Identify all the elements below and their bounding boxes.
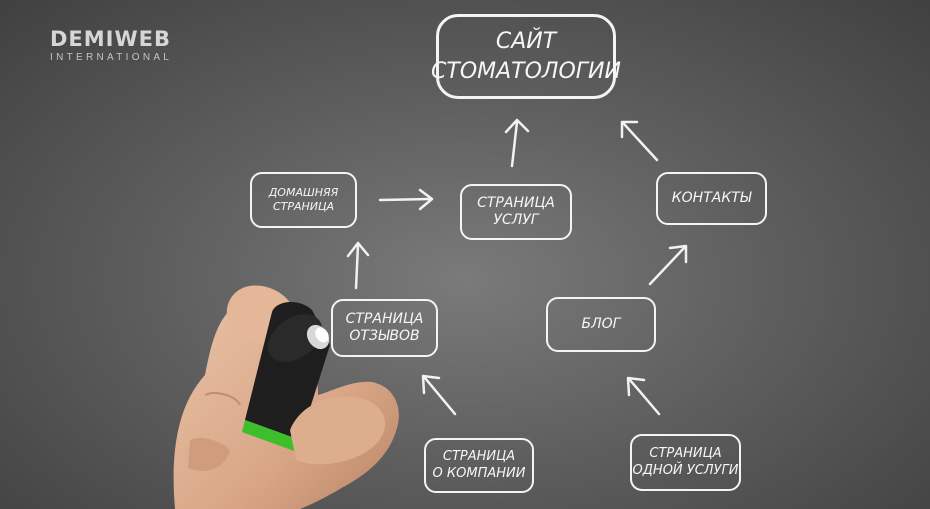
node-blog-line1: БЛОГ: [581, 315, 621, 332]
node-reviews-line2: ОТЗЫВОВ: [349, 328, 420, 344]
node-about-line1: СТРАНИЦА: [442, 449, 516, 465]
arrow-blog-to-contacts: [648, 246, 686, 286]
node-single-line1: СТРАНИЦА: [649, 446, 722, 462]
arrow-services-to-site: [510, 120, 519, 168]
arrow-reviews-to-home: [354, 243, 360, 290]
demiweb-logo: DEMIWEB INTERNATIONAL: [50, 28, 172, 63]
node-services-line1: СТРАНИЦА: [477, 194, 555, 211]
node-site: САЙТ СТОМАТОЛОГИИ: [431, 14, 621, 99]
node-home-line2: СТРАНИЦА: [272, 200, 335, 213]
node-home-page: ДОМАШНЯЯ СТРАНИЦА: [250, 172, 357, 228]
node-contacts: КОНТАКТЫ: [656, 172, 767, 225]
logo-subtitle: INTERNATIONAL: [50, 52, 173, 63]
node-site-line2: СТОМАТОЛОГИИ: [431, 58, 621, 84]
node-site-line1: САЙТ: [495, 28, 557, 54]
node-about-company-page: СТРАНИЦА О КОМПАНИИ: [424, 438, 534, 493]
node-services-page: СТРАНИЦА УСЛУГ: [460, 184, 572, 240]
logo-title: DEMIWEB: [50, 27, 172, 51]
node-contacts-line1: КОНТАКТЫ: [671, 189, 752, 206]
node-services-line2: УСЛУГ: [493, 212, 539, 228]
node-blog: БЛОГ: [546, 297, 656, 352]
arrow-single-to-blog: [628, 378, 661, 416]
node-single-service-page: СТРАНИЦА ОДНОЙ УСЛУГИ: [630, 434, 741, 491]
node-home-line1: ДОМАШНЯЯ: [268, 186, 339, 200]
node-single-line2: ОДНОЙ УСЛУГИ: [632, 462, 739, 478]
marker-icon: [242, 301, 330, 452]
arrow-contacts-to-site: [622, 122, 659, 162]
arrow-home-to-services: [378, 197, 432, 202]
node-about-line2: О КОМПАНИИ: [432, 465, 526, 481]
node-reviews-page: СТРАНИЦА ОТЗЫВОВ: [331, 299, 438, 357]
arrow-about-to-reviews: [423, 376, 457, 416]
node-reviews-line1: СТРАНИЦА: [345, 310, 424, 327]
